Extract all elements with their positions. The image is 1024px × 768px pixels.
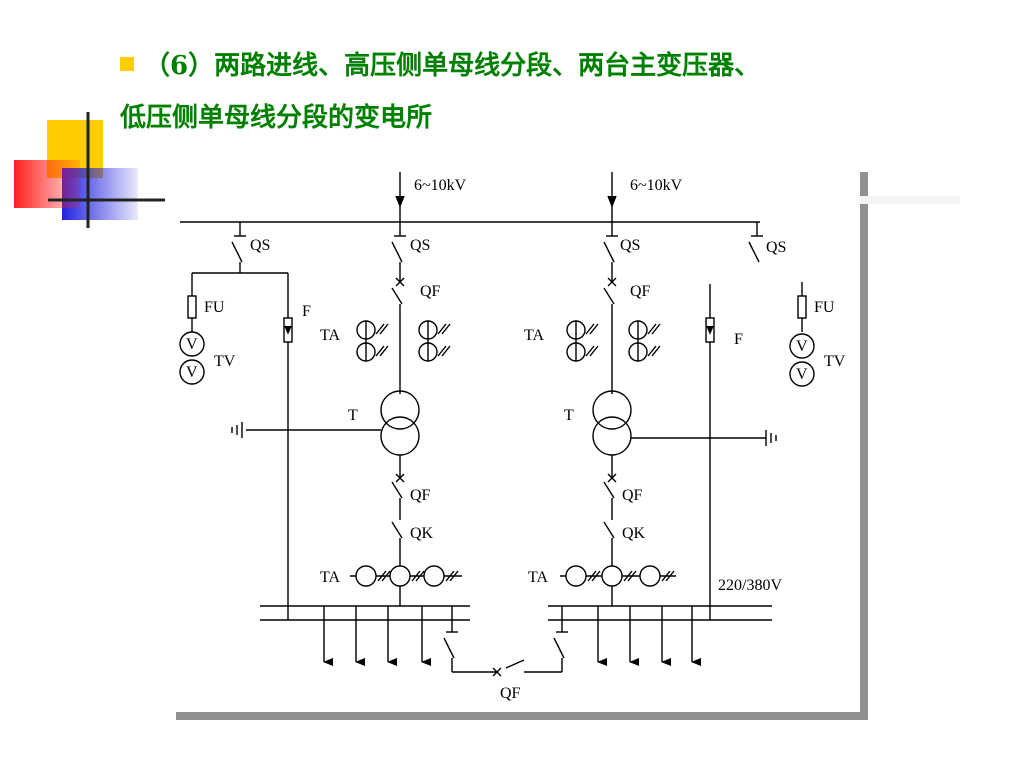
title-text-2: 低压侧单母线分段的变电所 <box>120 103 433 133</box>
label-t-right: T <box>564 407 574 424</box>
label-qf-lv-right: QF <box>622 487 643 504</box>
label-ta-lv-left: TA <box>320 569 340 586</box>
qs-switch-3 <box>603 241 615 263</box>
label-ta-lv-right: TA <box>528 569 548 586</box>
pt-v-circle-4 <box>789 361 815 387</box>
label-v-2: V <box>186 364 198 381</box>
feeders-right <box>597 606 701 666</box>
qs-switch-1 <box>231 241 243 263</box>
label-qf-hv-left: QF <box>420 283 441 300</box>
title-line-2: 低压侧单母线分段的变电所 <box>120 92 1000 144</box>
lv-busbar-left <box>260 605 470 621</box>
qk-switch-left <box>391 521 403 539</box>
ta-hv-left <box>356 320 451 362</box>
transformer-left-hv-winding <box>380 390 420 430</box>
label-qf-lv-left: QF <box>410 487 431 504</box>
frame-highlight <box>860 196 960 204</box>
slide-title: （6）两路进线、高压侧单母线分段、两台主变压器、 低压侧单母线分段的变电所 <box>120 40 1000 144</box>
qf-hv-switch-right <box>603 287 615 305</box>
transformer-right-hv-winding <box>592 390 632 430</box>
label-qs-3: QS <box>620 237 640 254</box>
right-pt-branch <box>748 222 815 387</box>
label-ta-hv-left: TA <box>320 327 340 344</box>
qk-switch-right <box>603 521 615 539</box>
label-incoming-left: 6~10kV <box>414 177 467 194</box>
pt-v-circle-3 <box>789 333 815 359</box>
title-line-1: （6）两路进线、高压侧单母线分段、两台主变压器、 <box>120 40 1000 92</box>
label-lv-voltage: 220/380V <box>718 577 782 594</box>
label-qk-left: QK <box>410 525 434 542</box>
label-v-4: V <box>796 366 808 383</box>
ta-lv-right <box>560 565 676 587</box>
label-qs-2: QS <box>410 237 430 254</box>
left-pt-branch <box>179 222 293 620</box>
label-f-right: F <box>734 331 743 348</box>
qf-lv-switch-right <box>603 481 615 499</box>
qs-switch-4 <box>748 241 760 263</box>
label-qk-right: QK <box>622 525 646 542</box>
right-arrester-branch <box>705 284 715 620</box>
label-f-left: F <box>302 303 311 320</box>
qs-switch-2 <box>391 241 403 263</box>
bullet-square <box>120 57 134 71</box>
label-qf-hv-right: QF <box>630 283 651 300</box>
qf-lv-switch-left <box>391 481 403 499</box>
label-tv-left: TV <box>214 353 236 370</box>
title-text-1: （6）两路进线、高压侧单母线分段、两台主变压器、 <box>144 51 761 81</box>
label-t-left: T <box>348 407 358 424</box>
label-v-3: V <box>796 338 808 355</box>
feeders-left <box>323 606 431 666</box>
lv-busbar-right <box>548 605 772 621</box>
label-incoming-right: 6~10kV <box>630 177 683 194</box>
pt-v-circle-1 <box>179 331 205 357</box>
incoming-arrow-left <box>395 195 405 208</box>
left-transformer-branch <box>231 228 420 606</box>
incoming-arrow-right <box>607 195 617 208</box>
label-tv-right: TV <box>824 353 846 370</box>
label-qf-tie: QF <box>500 685 521 702</box>
label-fu-right: FU <box>814 299 835 316</box>
ta-hv-right <box>566 320 661 362</box>
ta-lv-left <box>350 565 462 587</box>
qf-hv-switch-left <box>391 287 403 305</box>
bus-tie <box>443 606 568 677</box>
label-fu-left: FU <box>204 299 225 316</box>
pt-v-circle-2 <box>179 359 205 385</box>
qf-tie-switch <box>505 659 525 669</box>
label-v-1: V <box>186 336 198 353</box>
label-qs-1: QS <box>250 237 270 254</box>
label-ta-hv-right: TA <box>524 327 544 344</box>
label-qs-4: QS <box>766 239 786 256</box>
decorative-squares <box>14 112 165 228</box>
